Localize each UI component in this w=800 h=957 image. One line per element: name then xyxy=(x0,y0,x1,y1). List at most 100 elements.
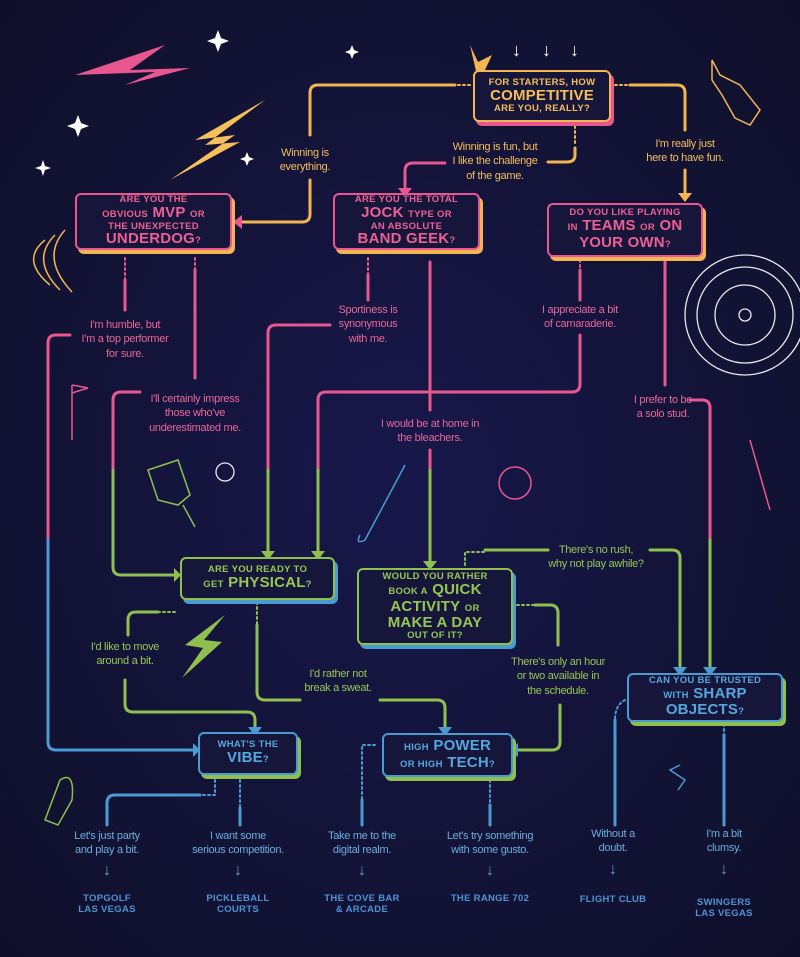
outcome-answer: I want some serious competition. xyxy=(192,829,284,858)
answer-line: Take me to the xyxy=(328,830,396,842)
question-text: out of it? xyxy=(407,630,463,642)
answer-line: break a sweat. xyxy=(304,682,372,695)
question-emphasis: Tech xyxy=(447,754,489,771)
question-emphasis: Jock xyxy=(361,203,404,221)
answer-line: everything. xyxy=(279,161,331,174)
question-mvp: Are you the obvious MVP or the unexpecte… xyxy=(75,193,232,250)
question-text: book a xyxy=(388,585,428,597)
answer-line: Let's just party xyxy=(74,830,140,842)
destination-line: Swingers xyxy=(696,897,752,908)
destination-line: Courts xyxy=(217,903,259,915)
answer-line: I want some xyxy=(209,830,267,842)
answer-line: I'm a bit xyxy=(706,828,742,840)
outcome-answer: Take me to the digital realm. xyxy=(328,829,396,858)
answer-line: I prefer to be xyxy=(633,394,693,406)
question-quick-activity: Would you rather book a Quick Activity o… xyxy=(357,568,513,645)
question-vibe: What's the Vibe? xyxy=(198,732,298,775)
answer-line: here to have fun. xyxy=(646,152,724,165)
answer-line: synonymous xyxy=(338,318,398,331)
question-text: For starters, how xyxy=(488,77,596,89)
destination-line: Topgolf xyxy=(83,893,131,904)
question-text: Are you the xyxy=(119,193,188,205)
question-emphasis: Sharp xyxy=(693,684,747,702)
answer-line: the schedule. xyxy=(527,684,589,697)
outcome-answer: I'm a bit clumsy. xyxy=(706,827,742,856)
question-text: What's the xyxy=(217,739,279,751)
answer-line: I would be at home in xyxy=(380,418,480,430)
answer-line: around a bit. xyxy=(96,655,154,668)
destination-flight-club: Flight Club xyxy=(579,894,647,906)
question-emphasis: Power xyxy=(433,737,492,755)
destination-line: The Cove Bar xyxy=(324,893,400,904)
question-emphasis: Vibe xyxy=(227,749,263,767)
destination-pickleball: PickleballCourts xyxy=(206,893,270,916)
answer-line: a solo stud. xyxy=(636,408,690,421)
answer-line: with me. xyxy=(348,332,388,345)
answer-line: why not play awhile? xyxy=(548,558,644,571)
answer-line: or two available in xyxy=(516,670,600,683)
question-text: Would you rather xyxy=(382,570,488,582)
question-text: ? xyxy=(262,754,269,766)
destination-line: Pickleball xyxy=(206,893,270,904)
question-emphasis: Quick xyxy=(432,580,482,598)
question-text: Are you ready to xyxy=(207,564,308,576)
question-text: or xyxy=(190,208,205,220)
answer-line: digital realm. xyxy=(332,844,392,857)
question-emphasis: Competitive xyxy=(490,87,594,105)
destination-swingers: SwingersLas Vegas xyxy=(695,897,753,920)
destination-line: Flight Club xyxy=(579,894,647,905)
answer-solo: I prefer to be a solo stud. xyxy=(634,393,692,422)
start-arrow: ↓ xyxy=(570,40,579,60)
destination-line: Las Vegas xyxy=(78,903,136,915)
down-arrow-icon: ↓ xyxy=(609,861,617,878)
question-jock: Are you the total Jock type or an absolu… xyxy=(333,193,480,250)
question-text: ? xyxy=(664,238,671,250)
answer-line: of the game. xyxy=(466,169,524,182)
answer-line: There's no rush, xyxy=(558,544,634,556)
answer-line: serious competition. xyxy=(192,844,284,857)
start-arrow: ↓ xyxy=(542,40,551,60)
answer-line: with some gusto. xyxy=(451,844,529,857)
down-arrow-icon: ↓ xyxy=(358,862,366,879)
answer-line: the bleachers. xyxy=(397,432,463,445)
answer-line: I'd like to move xyxy=(90,641,160,653)
question-text: type or xyxy=(408,208,452,220)
question-text: the unexpected xyxy=(108,220,199,232)
question-emphasis: Physical xyxy=(228,574,306,592)
question-text: get xyxy=(203,579,224,591)
answer-move: I'd like to move around a bit. xyxy=(90,640,160,669)
answer-line: I'm humble, but xyxy=(89,319,161,331)
answer-line: I'd rather not xyxy=(309,668,367,680)
down-arrow-icon: ↓ xyxy=(103,862,111,879)
answer-bleachers: I would be at home in the bleachers. xyxy=(380,417,480,446)
question-sharp-objects: Can you be trusted with Sharp Objects? xyxy=(627,673,783,722)
answer-line: those who've xyxy=(164,407,226,420)
answer-line: I appreciate a bit xyxy=(542,304,618,316)
answer-line: I like the challenge xyxy=(452,155,538,168)
question-text: or xyxy=(640,222,655,234)
answer-line: underestimated me. xyxy=(149,421,241,434)
down-arrow-icon: ↓ xyxy=(234,862,242,879)
question-text: High xyxy=(403,742,429,754)
answer-line: I'll certainly impress xyxy=(150,393,240,405)
question-text: in xyxy=(567,222,578,234)
question-text: an absolute xyxy=(370,220,443,232)
answer-line: clumsy. xyxy=(706,842,742,855)
destination-line: & Arcade xyxy=(335,903,389,915)
destination-topgolf: TopgolfLas Vegas xyxy=(78,893,136,916)
question-emphasis: Band Geek xyxy=(357,230,450,248)
answer-line: Winning is xyxy=(281,147,329,159)
answer-line: Winning is fun, but xyxy=(452,141,538,153)
question-text: Are you the total xyxy=(354,193,459,205)
question-text: ? xyxy=(305,579,312,591)
down-arrow-icon: ↓ xyxy=(720,861,728,878)
answer-no-sweat: I'd rather not break a sweat. xyxy=(304,667,372,696)
down-arrow-icon: ↓ xyxy=(486,862,494,879)
